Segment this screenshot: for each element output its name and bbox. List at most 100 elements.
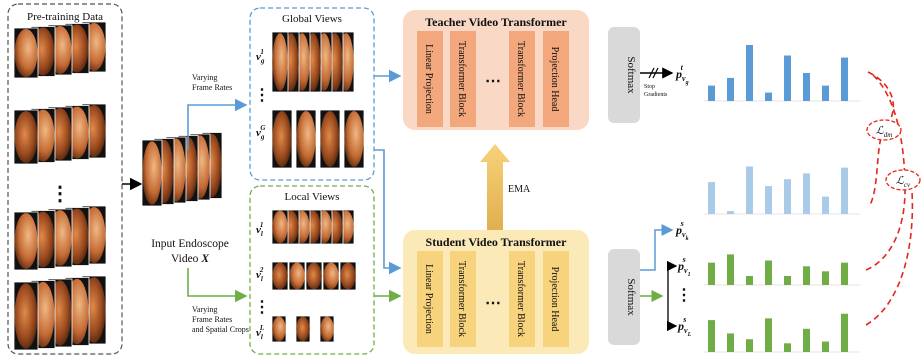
teacher-distribution — [704, 45, 860, 102]
video-frame-content — [289, 262, 305, 290]
block-label: Transformer Block — [515, 261, 526, 337]
block-rect — [543, 251, 569, 347]
ema-arrow — [480, 144, 510, 258]
input-label-line2: Video X — [171, 253, 209, 265]
distribution-bar — [803, 328, 810, 352]
distribution-bar — [841, 167, 848, 214]
distribution-bar — [727, 254, 734, 285]
transformer-block-4: Projection Head — [543, 251, 569, 347]
input-to-global-arrow — [187, 98, 248, 150]
student-dots: ⋯ — [485, 295, 501, 312]
ema-label: EMA — [508, 184, 531, 195]
teacher-output-label: pvgt — [675, 63, 689, 86]
student-blocks: Linear Projection Transformer Block Transf… — [417, 251, 569, 347]
distribution-bar — [841, 313, 848, 352]
transformer-block-3: Transformer Block — [509, 251, 535, 347]
global-views-title: Global Views — [282, 13, 342, 25]
distribution-bar — [765, 318, 772, 352]
loss-cv-label: ℒcv — [896, 175, 911, 189]
pretraining-stack-4 — [13, 275, 107, 351]
local-views-title: Local Views — [284, 191, 339, 203]
distribution-bar — [841, 262, 848, 285]
block-label: Linear Projection — [423, 264, 434, 334]
loss-cv-ellipse — [885, 169, 921, 191]
global-view-1-frames — [271, 31, 355, 93]
local-ellipsis: ⋮ — [254, 299, 270, 316]
teacher-title: Teacher Video Transformer — [425, 15, 567, 29]
distribution-bar — [765, 92, 772, 101]
student-to-k-arrow — [640, 224, 674, 271]
block-label: Projection Head — [549, 47, 560, 112]
block-label: Transformer Block — [456, 261, 467, 337]
stop-gradient-mark-1 — [648, 67, 655, 79]
global-frame-rates-label: Frame Rates — [192, 83, 232, 92]
distribution-bar — [708, 320, 715, 352]
local-frame-rates-label: Frame Rates — [192, 315, 232, 324]
input-label-line1: Input Endoscope — [151, 238, 229, 250]
distribution-bar — [822, 85, 829, 101]
block-rect — [450, 251, 476, 347]
distribution-bar — [708, 182, 715, 214]
pretraining-stack-2 — [13, 103, 107, 165]
distribution-bar — [746, 339, 753, 352]
distribution-bar — [765, 186, 772, 214]
video-frame-content — [272, 33, 288, 91]
distribution-bar — [727, 211, 734, 214]
input-video-stack — [141, 132, 223, 207]
distribution-bar — [746, 45, 753, 101]
local-views-panel — [249, 185, 375, 355]
global-view-G-frames — [271, 109, 365, 169]
local-view-L-frames — [271, 315, 335, 343]
distribution-bar — [803, 73, 810, 101]
video-frame-content — [296, 316, 310, 342]
distribution-bar — [822, 271, 829, 285]
distribution-bar — [841, 57, 848, 101]
video-frame-content — [296, 111, 316, 167]
distribution-bar — [822, 196, 829, 214]
distribution-bar — [746, 166, 753, 214]
video-frame-content — [272, 210, 288, 244]
pretraining-stack-3 — [13, 205, 107, 271]
global-to-student-arrow — [374, 149, 402, 275]
block-rect — [450, 31, 476, 127]
distribution-bar — [803, 173, 810, 214]
block-rect — [543, 31, 569, 127]
video-frame-content — [340, 262, 356, 290]
video-frame-content — [14, 111, 38, 163]
student-L-output-label: pvLs — [677, 315, 692, 338]
transformer-block-3: Transformer Block — [509, 31, 535, 127]
video-frame-content — [320, 111, 340, 167]
student-title: Student Video Transformer — [426, 235, 568, 249]
video-frame-content — [344, 111, 364, 167]
output-ellipsis: ⋮ — [676, 287, 692, 304]
teacher-dots: ⋯ — [485, 73, 501, 90]
distribution-bar — [708, 262, 715, 285]
video-frame-content — [14, 29, 38, 77]
distribution-bar — [746, 276, 753, 285]
stop-label: Stop — [644, 84, 655, 90]
block-label: Transformer Block — [515, 41, 526, 117]
student-1-distribution — [704, 254, 860, 286]
stop-gradient-mark-2 — [652, 67, 659, 79]
local-view-1-frames — [271, 209, 355, 245]
global-view-1-label: vg1 — [256, 48, 265, 65]
transformer-block-1: Linear Projection — [417, 31, 443, 127]
pretraining-video-stacks — [13, 21, 107, 351]
block-rect — [509, 31, 535, 127]
transformer-block-2: Transformer Block — [450, 31, 476, 127]
teacher-transformer-box — [403, 10, 589, 130]
pretraining-ellipsis: ⋮ — [50, 183, 70, 205]
local-view-2-frames — [271, 261, 357, 291]
teacher-softmax-label: Softmax — [625, 56, 637, 94]
loss-dm-curve — [867, 71, 895, 206]
block-rect — [417, 251, 443, 347]
transformer-block-1: Linear Projection — [417, 251, 443, 347]
input-to-local-arrow — [187, 268, 248, 303]
student-bracket — [667, 265, 672, 327]
teacher-softmax-box — [608, 27, 640, 123]
pretraining-stack-1 — [13, 21, 107, 79]
loss-dm-ellipse — [866, 119, 902, 141]
block-rect — [509, 251, 535, 347]
video-frame-content — [306, 262, 322, 290]
input-video-frames — [141, 132, 223, 207]
